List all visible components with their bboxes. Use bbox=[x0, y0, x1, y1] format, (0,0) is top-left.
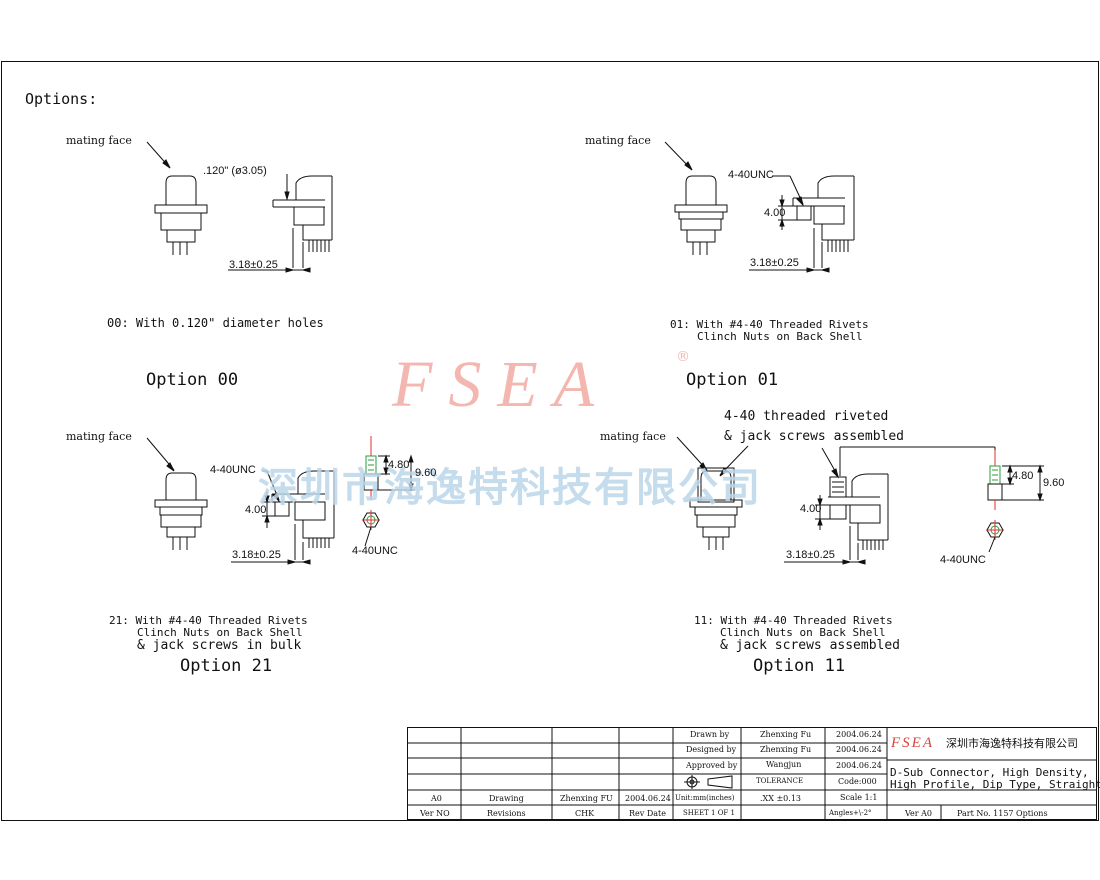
header-revisions-label: Revisions bbox=[487, 809, 526, 818]
header-ver-label: Ver NO bbox=[420, 809, 450, 818]
rev-ver-value: A0 bbox=[431, 794, 442, 803]
option-11-jack-screw bbox=[986, 450, 1044, 553]
watermark-company: 深圳市海逸特科技有限公司 bbox=[258, 465, 762, 511]
option-21-mating-face-label: mating face bbox=[66, 430, 132, 443]
header-chk-label: CHK bbox=[575, 809, 595, 818]
options-heading: Options: bbox=[25, 90, 98, 108]
angles-value: Angles+\-2° bbox=[829, 809, 872, 817]
option-21-screw-thread-label: 4-40UNC bbox=[352, 545, 398, 557]
option-01-height-dimension: 4.00 bbox=[764, 207, 786, 219]
description-line1: D-Sub Connector, High Density, bbox=[890, 766, 1089, 779]
option-21-jack-screw bbox=[362, 436, 415, 547]
option-21-caption-line2: Clinch Nuts on Back Shell bbox=[137, 626, 303, 639]
description-line2: High Profile, Dip Type, Straight bbox=[890, 778, 1100, 791]
option-21-caption-line3: & jack screws in bulk bbox=[137, 638, 302, 653]
option-00-front-view bbox=[146, 141, 208, 255]
option-21-caption-line1: 21: With #4-40 Threaded Rivets bbox=[109, 614, 308, 627]
drawn-by-date: 2004.06.24 bbox=[836, 730, 882, 739]
option-21-title: Option 21 bbox=[180, 656, 273, 676]
option-21-screw-long-dimension: 9.60 bbox=[415, 467, 437, 479]
option-11-screw-short-dimension: 4.80 bbox=[1012, 470, 1034, 482]
rev-chk-value: Zhenxing FU bbox=[560, 794, 613, 803]
option-21-screw-short-dimension: 4.80 bbox=[388, 459, 410, 471]
projection-symbol bbox=[684, 775, 733, 789]
option-11-screw-long-dimension: 9.60 bbox=[1043, 477, 1065, 489]
tolerance-label: TOLERANCE bbox=[756, 777, 804, 785]
option-21-front-view bbox=[146, 437, 208, 550]
option-11-caption-line2: Clinch Nuts on Back Shell bbox=[720, 626, 886, 639]
option-01-offset-dimension: 3.18±0.25 bbox=[750, 257, 799, 269]
rev-date-value: 2004.06.24 bbox=[625, 794, 671, 803]
option-01-title: Option 01 bbox=[686, 370, 779, 390]
header-date-label: Rev Date bbox=[629, 809, 666, 818]
option-01-thread-label: 4-40UNC bbox=[728, 169, 774, 181]
code-value: Code:000 bbox=[838, 777, 877, 786]
sheet-number: SHEET 1 OF 1 bbox=[683, 809, 735, 817]
option-01-front-view bbox=[664, 141, 728, 255]
option-21-height-dimension: 4.00 bbox=[245, 504, 267, 516]
title-block-company: 深圳市海逸特科技有限公司 bbox=[946, 737, 1078, 750]
option-21-offset-dimension: 3.18±0.25 bbox=[232, 549, 281, 561]
scale-value: Scale 1:1 bbox=[840, 793, 878, 802]
approved-by-date: 2004.06.24 bbox=[836, 761, 882, 770]
option-00-offset-dimension: 3.18±0.25 bbox=[229, 259, 278, 271]
sheet-border bbox=[1, 61, 1099, 821]
designed-by-date: 2004.06.24 bbox=[836, 745, 882, 754]
designed-by-label: Designed by bbox=[686, 745, 737, 754]
option-01-side-view bbox=[749, 175, 855, 273]
watermark-brand: FSEA bbox=[392, 348, 610, 421]
drawn-by-name: Zhenxing Fu bbox=[760, 730, 812, 739]
title-block-grid bbox=[407, 727, 1097, 820]
option-01-mating-face-label: mating face bbox=[585, 134, 651, 147]
option-01-caption-line1: 01: With #4-40 Threaded Rivets bbox=[670, 318, 869, 331]
option-11-note-line2: & jack screws assembled bbox=[724, 429, 905, 444]
drawn-by-label: Drawn by bbox=[690, 730, 730, 739]
option-00-title: Option 00 bbox=[146, 370, 239, 390]
watermark-registered: ® bbox=[676, 349, 690, 365]
drawing-version: Ver A0 bbox=[905, 809, 933, 818]
option-11-mating-face-label: mating face bbox=[600, 430, 666, 443]
option-11-caption-line1: 11: With #4-40 Threaded Rivets bbox=[694, 614, 893, 627]
option-00-side-view bbox=[228, 174, 333, 273]
approved-by-name: Wangjun bbox=[766, 760, 802, 769]
designed-by-name: Zhenxing Fu bbox=[760, 745, 812, 754]
tolerance-value: .XX ±0.13 bbox=[760, 794, 801, 803]
option-11-front-view bbox=[676, 436, 749, 550]
option-11-offset-dimension: 3.18±0.25 bbox=[786, 549, 835, 561]
option-21-side-view bbox=[231, 470, 335, 565]
option-11-screw-thread-label: 4-40UNC bbox=[940, 554, 986, 566]
option-11-note-line1: 4-40 threaded riveted bbox=[724, 409, 889, 424]
option-11-height-dimension: 4.00 bbox=[800, 503, 822, 515]
option-00-mating-face-label: mating face bbox=[66, 134, 132, 147]
part-number: Part No. 1157 Options bbox=[957, 809, 1048, 818]
option-11-title: Option 11 bbox=[753, 656, 846, 676]
option-21-thread-label: 4-40UNC bbox=[210, 464, 256, 476]
approved-by-label: Approved by bbox=[686, 761, 738, 770]
option-01-caption-line2: Clinch Nuts on Back Shell bbox=[697, 330, 863, 343]
option-00-hole-dimension: .120" (ø3.05) bbox=[203, 165, 267, 177]
option-11-side-view bbox=[784, 446, 996, 565]
option-00-caption: 00: With 0.120" diameter holes bbox=[107, 316, 324, 330]
units-value: Unit:mm(inches) bbox=[675, 794, 735, 802]
rev-revisions-value: Drawing bbox=[489, 794, 524, 803]
option-11-caption-line3: & jack screws assembled bbox=[720, 638, 901, 653]
title-block-logo: FSEA bbox=[891, 735, 934, 751]
